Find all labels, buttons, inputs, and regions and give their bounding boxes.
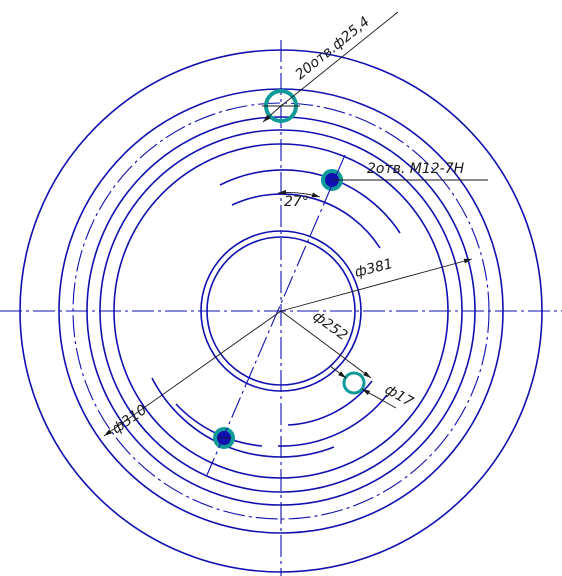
arc-lower-left-outer bbox=[151, 377, 335, 458]
bore-inner bbox=[206, 236, 356, 386]
label-holes-threaded: 2отв. М12-7Н bbox=[367, 161, 465, 177]
arc-upper-outer bbox=[219, 169, 401, 234]
large-hole-arrow bbox=[262, 103, 284, 123]
label-angle: 27° bbox=[284, 194, 309, 210]
contour-ring-3 bbox=[86, 116, 476, 506]
arc-lower-right-outer bbox=[277, 394, 388, 447]
label-dia-252: ф252 bbox=[310, 308, 351, 344]
outer-contour bbox=[19, 49, 543, 573]
angle-27-arc bbox=[277, 189, 321, 198]
dim-17-arrow-a bbox=[329, 365, 347, 379]
dim-17-arrow-b bbox=[361, 388, 397, 409]
contour-ring-5 bbox=[113, 143, 449, 479]
label-dia-17: ф17 bbox=[382, 382, 416, 411]
small-hole bbox=[342, 371, 366, 395]
dim-381-line bbox=[280, 258, 473, 312]
arc-upper-inner bbox=[231, 193, 381, 249]
bore-outer bbox=[200, 230, 362, 392]
bolt-circle-large bbox=[72, 102, 490, 520]
arc-lower-right-inner bbox=[287, 380, 373, 426]
dim-310-line bbox=[103, 310, 282, 437]
label-dia-381: ф381 bbox=[353, 256, 394, 281]
leader-large-hole bbox=[280, 11, 399, 107]
dim-252-line bbox=[280, 310, 372, 379]
contour-ring-4 bbox=[99, 129, 463, 493]
label-holes-large: 20отв.ф25,4 bbox=[292, 14, 372, 83]
